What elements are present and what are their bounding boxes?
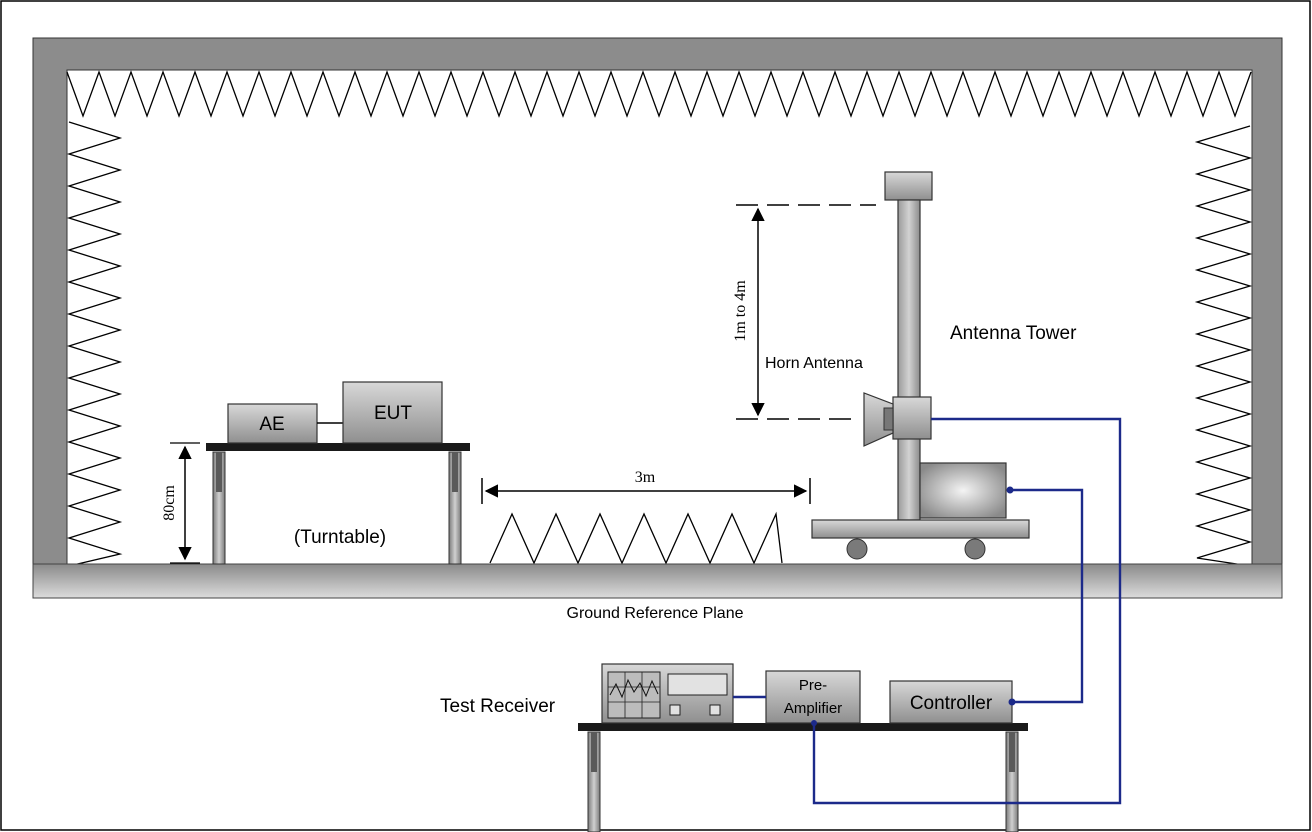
height-range-label: 1m to 4m: [732, 280, 749, 342]
right-wall-absorbers: [1194, 125, 1253, 567]
turntable-table: [206, 443, 470, 565]
floor-absorbers: [489, 511, 783, 565]
eut-label: EUT: [374, 403, 412, 424]
antenna-tower-label: Antenna Tower: [950, 323, 1077, 344]
ae-box: [227, 403, 318, 444]
ground-reference-plane: [32, 563, 1283, 599]
cable-connectors: [811, 486, 1016, 726]
distance-3m-label: 3m: [635, 469, 656, 486]
height-range-dimension: [736, 204, 876, 420]
antenna-tower: [811, 171, 1030, 560]
ae-label: AE: [259, 414, 284, 435]
signal-cables: [733, 417, 1122, 805]
antenna-to-preamp-cable: [812, 417, 1122, 805]
test-receiver-label: Test Receiver: [440, 696, 556, 717]
ceiling-absorbers: [66, 70, 1252, 118]
controller-label: Controller: [910, 693, 993, 714]
turntable-label: (Turntable): [294, 527, 386, 548]
pre-amplifier-label-line1: Pre-: [799, 677, 827, 694]
eut-box: [342, 381, 443, 444]
controller-box: [889, 680, 1013, 724]
left-wall-absorbers: [66, 121, 123, 567]
distance-3m-dimension: [481, 478, 811, 504]
receiver-table: [578, 723, 1028, 832]
height-80cm-label: 80cm: [161, 485, 178, 521]
motor-to-controller-cable: [1010, 488, 1084, 704]
pre-amplifier-label-line2: Amplifier: [784, 700, 842, 717]
horn-antenna-label: Horn Antenna: [765, 355, 863, 372]
ground-plane-label: Ground Reference Plane: [567, 605, 744, 622]
test-receiver: [601, 663, 734, 724]
horn-antenna: [863, 392, 932, 447]
height-80cm-dimension: [170, 442, 200, 564]
